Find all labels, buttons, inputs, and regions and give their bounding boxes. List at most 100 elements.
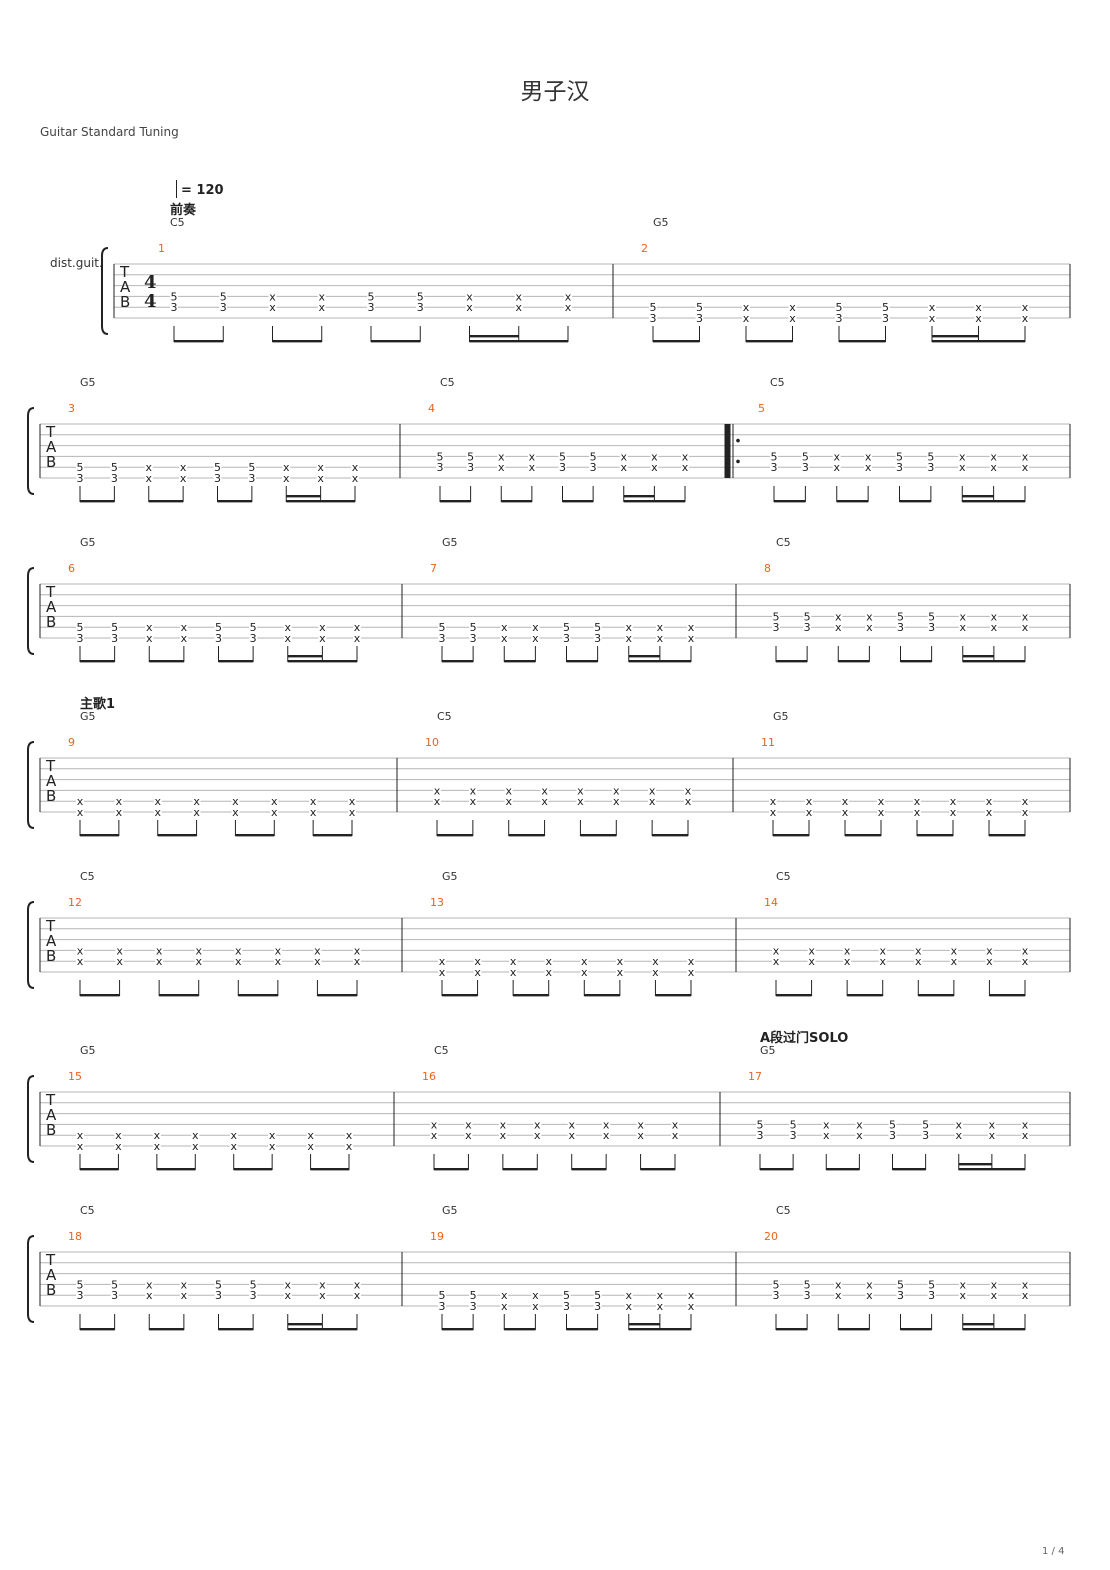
note-background — [562, 622, 571, 633]
note-background — [309, 796, 318, 807]
dead-note: x — [116, 944, 123, 957]
note-background — [318, 1290, 327, 1301]
note-background — [348, 807, 356, 817]
note-background — [153, 796, 162, 807]
beam — [776, 660, 808, 663]
note-background — [788, 302, 797, 313]
dead-note: x — [154, 806, 161, 819]
note-background — [1021, 796, 1029, 807]
note-background — [179, 622, 188, 633]
dead-note: x — [989, 1118, 996, 1131]
chord-name: C5 — [80, 870, 95, 883]
note-background — [835, 302, 843, 313]
repeat-dot — [736, 459, 740, 464]
note-background — [1021, 462, 1029, 473]
dead-note: x — [283, 472, 290, 485]
note-background — [772, 622, 780, 633]
secondary-beam — [286, 495, 321, 498]
fret-number: 3 — [467, 461, 474, 474]
fret-number: 5 — [111, 1278, 118, 1291]
note-background — [769, 796, 777, 807]
note-background — [438, 622, 446, 633]
note-background — [152, 1130, 161, 1141]
fret-number: 5 — [773, 610, 780, 623]
fret-number: 3 — [897, 1289, 904, 1302]
note-background — [985, 956, 994, 967]
fret-number: 3 — [563, 632, 570, 645]
note-background — [562, 1301, 571, 1311]
dead-note: x — [465, 1118, 472, 1131]
note-background — [213, 473, 222, 483]
fret-number: 3 — [882, 312, 889, 325]
measure-number: 15 — [68, 1070, 82, 1083]
note-background — [558, 462, 567, 473]
fret-number: 5 — [802, 450, 809, 463]
fret-number: 3 — [922, 1129, 929, 1142]
beam — [442, 660, 474, 663]
tab-clef-letter: T — [45, 1251, 56, 1269]
note-background — [214, 1279, 223, 1290]
dead-note: x — [688, 955, 695, 968]
note-background — [504, 796, 513, 807]
note-background — [213, 462, 222, 473]
note-background — [249, 1279, 258, 1290]
note-background — [345, 1130, 353, 1141]
dead-note: x — [866, 1289, 873, 1302]
dead-note: x — [354, 632, 361, 645]
tab-clef-letter: A — [46, 598, 57, 616]
note-background — [593, 633, 602, 643]
note-background — [1021, 945, 1029, 956]
dead-note: x — [649, 795, 656, 808]
dead-note: x — [195, 944, 202, 957]
dead-note: x — [319, 632, 326, 645]
dead-note: x — [990, 450, 997, 463]
dead-note: x — [915, 944, 922, 957]
dead-note: x — [808, 955, 815, 968]
fret-number: 5 — [470, 1289, 477, 1302]
note-background — [153, 807, 162, 817]
beam — [838, 660, 870, 663]
note-background — [1021, 1279, 1029, 1290]
note-background — [695, 302, 704, 313]
note-background — [927, 611, 936, 622]
beam — [773, 834, 809, 837]
dead-note: x — [474, 955, 481, 968]
note-background — [855, 1130, 864, 1141]
note-background — [353, 945, 361, 956]
note-background — [636, 1119, 645, 1130]
note-background — [896, 622, 905, 633]
dead-note: x — [154, 1140, 161, 1153]
beam — [508, 834, 545, 837]
tab-clef-letter: A — [46, 1106, 57, 1124]
dead-note: x — [314, 944, 321, 957]
dead-note: x — [688, 632, 695, 645]
dead-note: x — [354, 955, 361, 968]
note-background — [194, 956, 203, 967]
note-background — [1021, 313, 1029, 323]
fret-number: 3 — [215, 1289, 222, 1302]
note-background — [655, 1290, 664, 1301]
beam — [80, 1168, 119, 1171]
note-background — [76, 796, 84, 807]
dead-note: x — [271, 806, 278, 819]
note-background — [624, 622, 633, 633]
dead-note: x — [929, 301, 936, 314]
dead-note: x — [991, 1289, 998, 1302]
note-background — [500, 622, 509, 633]
dead-note: x — [879, 944, 886, 957]
note-background — [466, 462, 475, 473]
beam — [501, 500, 532, 503]
quarter-note-icon — [176, 180, 177, 198]
measure-number: 18 — [68, 1230, 82, 1243]
note-background — [612, 785, 621, 796]
chord-name: G5 — [653, 216, 669, 229]
note-background — [170, 302, 178, 313]
note-background — [985, 807, 993, 817]
dead-note: x — [431, 1129, 438, 1142]
note-background — [540, 785, 549, 796]
tab-clef-letter: B — [46, 1281, 56, 1299]
note-background — [316, 462, 325, 473]
beam — [655, 994, 691, 997]
note-background — [832, 462, 841, 473]
note-background — [351, 462, 359, 473]
